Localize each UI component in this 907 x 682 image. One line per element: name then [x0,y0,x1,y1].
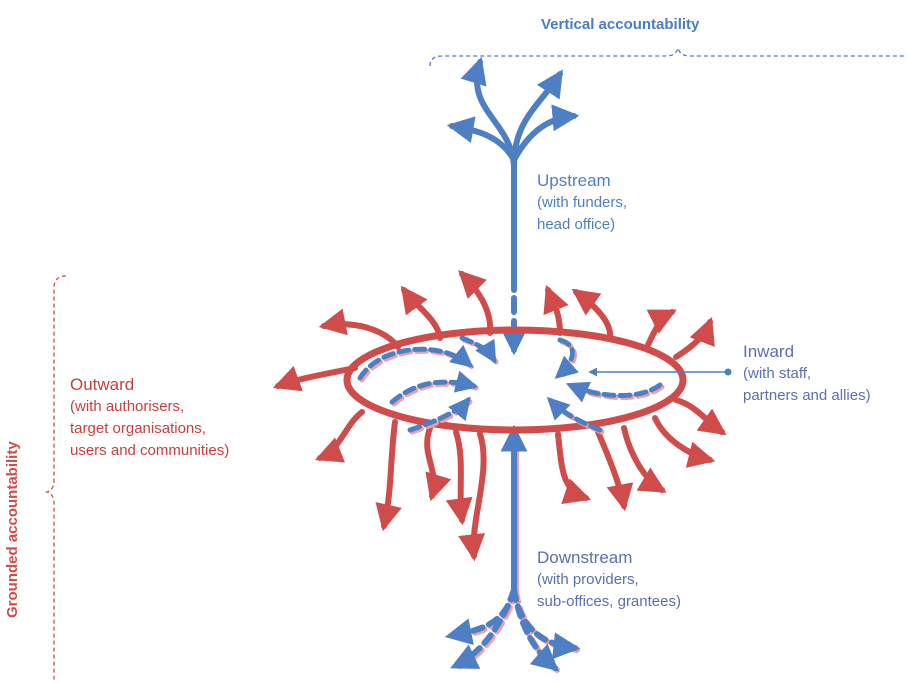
outward-detail-1: (with authorisers, [70,398,185,415]
grounded-accountability-title: Grounded accountability [4,441,21,618]
upstream-detail-1: (with funders, [537,194,628,211]
upstream-heading: Upstream [537,171,611,190]
upstream-branch [511,69,563,168]
upstream-detail-2: head office) [537,216,616,233]
downstream-detail-1: (with providers, [537,571,639,588]
vertical-accountability-title: Vertical accountability [541,16,700,33]
outward-label: Outward (with authorisers, target organi… [70,374,229,462]
downstream-heading: Downstream [537,548,633,567]
inward-detail-1: (with staff, [743,365,812,382]
inward-pointer [588,367,732,377]
upstream-branch [511,104,580,163]
organisation-ring [343,326,687,434]
inward-heading: Inward [743,342,795,361]
vertical-bracket [429,47,907,67]
inward-detail-2: partners and allies) [743,387,871,404]
downstream-detail-2: sub-offices, grantees) [537,593,681,610]
upstream-label: Upstream (with funders, head office) [537,170,627,236]
outward-heading: Outward [70,375,135,394]
upstream-arrows [446,56,580,356]
downstream-arrows [444,424,581,673]
inward-arrows [357,335,665,435]
downstream-root [450,587,517,669]
outward-detail-2: target organisations, [70,420,206,437]
downstream-label: Downstream (with providers, sub-offices,… [537,547,681,613]
outward-arrows [272,270,727,562]
upstream-branch [446,116,517,163]
downstream-root [511,587,560,672]
grounded-bracket [44,275,67,680]
outward-detail-3: users and communities) [70,442,230,459]
inward-label: Inward (with staff, partners and allies) [743,341,871,407]
